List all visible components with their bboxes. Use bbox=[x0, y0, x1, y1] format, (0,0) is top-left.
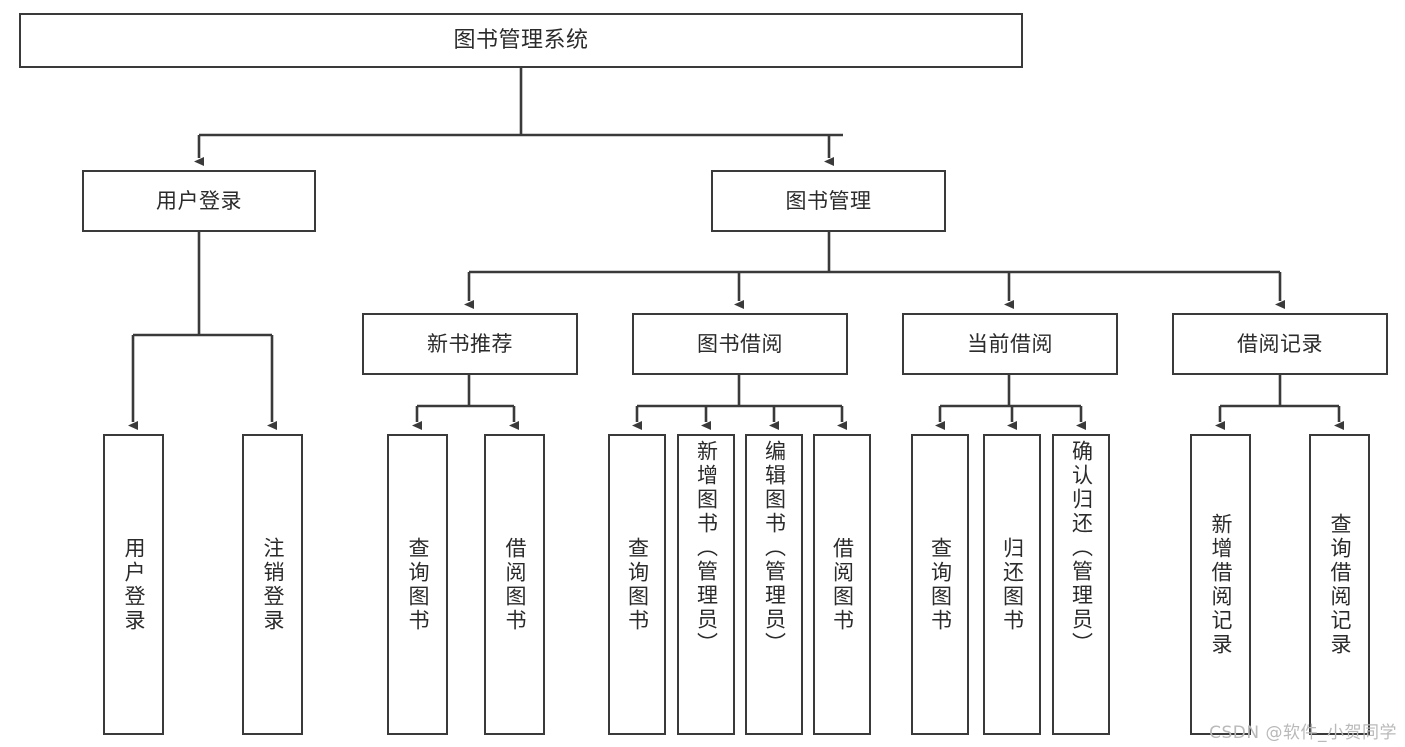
leaf-query-book-borrow-label: 查询图书 bbox=[625, 536, 650, 633]
node-borrow-record-label: 借阅记录 bbox=[1237, 331, 1323, 356]
leaf-query-book-current[interactable]: 查询图书 bbox=[911, 434, 969, 735]
node-book-manage[interactable]: 图书管理 bbox=[711, 170, 946, 232]
leaf-confirm-return-admin[interactable]: 确认归还（管理员） bbox=[1052, 434, 1110, 735]
leaf-user-login-label: 用户登录 bbox=[122, 536, 146, 633]
leaf-add-borrow-record[interactable]: 新增借阅记录 bbox=[1190, 434, 1251, 735]
node-book-borrow[interactable]: 图书借阅 bbox=[632, 313, 848, 375]
leaf-query-book-borrow[interactable]: 查询图书 bbox=[608, 434, 666, 735]
leaf-query-borrow-record[interactable]: 查询借阅记录 bbox=[1309, 434, 1370, 735]
node-new-book-recommend[interactable]: 新书推荐 bbox=[362, 313, 578, 375]
leaf-borrow-book-recommend[interactable]: 借阅图书 bbox=[484, 434, 545, 735]
leaf-return-book[interactable]: 归还图书 bbox=[983, 434, 1041, 735]
leaf-edit-book-admin[interactable]: 编辑图书（管理员） bbox=[745, 434, 803, 735]
node-book-borrow-label: 图书借阅 bbox=[697, 331, 783, 356]
leaf-query-book-recommend-label: 查询图书 bbox=[406, 536, 430, 633]
leaf-return-book-label: 归还图书 bbox=[1000, 536, 1025, 633]
leaf-add-book-admin[interactable]: 新增图书（管理员） bbox=[677, 434, 735, 735]
node-book-manage-label: 图书管理 bbox=[785, 188, 872, 213]
leaf-user-login[interactable]: 用户登录 bbox=[103, 434, 164, 735]
leaf-query-book-current-label: 查询图书 bbox=[928, 536, 953, 633]
leaf-query-borrow-record-label: 查询借阅记录 bbox=[1328, 512, 1352, 657]
node-root-label: 图书管理系统 bbox=[453, 27, 589, 53]
node-current-borrow-label: 当前借阅 bbox=[967, 331, 1053, 356]
leaf-add-borrow-record-label: 新增借阅记录 bbox=[1209, 512, 1233, 657]
watermark: CSDN @软件_小贺同学 bbox=[1209, 723, 1397, 743]
leaf-borrow-book-recommend-label: 借阅图书 bbox=[503, 536, 527, 633]
node-user-login[interactable]: 用户登录 bbox=[82, 170, 316, 232]
leaf-logout[interactable]: 注销登录 bbox=[242, 434, 303, 735]
node-borrow-record[interactable]: 借阅记录 bbox=[1172, 313, 1388, 375]
leaf-borrow-book[interactable]: 借阅图书 bbox=[813, 434, 871, 735]
leaf-confirm-return-admin-label: 确认归还（管理员） bbox=[1069, 440, 1094, 656]
node-current-borrow[interactable]: 当前借阅 bbox=[902, 313, 1118, 375]
node-new-book-recommend-label: 新书推荐 bbox=[427, 331, 513, 356]
leaf-borrow-book-label: 借阅图书 bbox=[830, 536, 855, 633]
leaf-logout-label: 注销登录 bbox=[261, 536, 285, 633]
leaf-add-book-admin-label: 新增图书（管理员） bbox=[694, 440, 719, 656]
node-user-login-label: 用户登录 bbox=[156, 188, 242, 213]
node-root[interactable]: 图书管理系统 bbox=[19, 13, 1023, 68]
leaf-query-book-recommend[interactable]: 查询图书 bbox=[387, 434, 448, 735]
leaf-edit-book-admin-label: 编辑图书（管理员） bbox=[762, 440, 787, 656]
